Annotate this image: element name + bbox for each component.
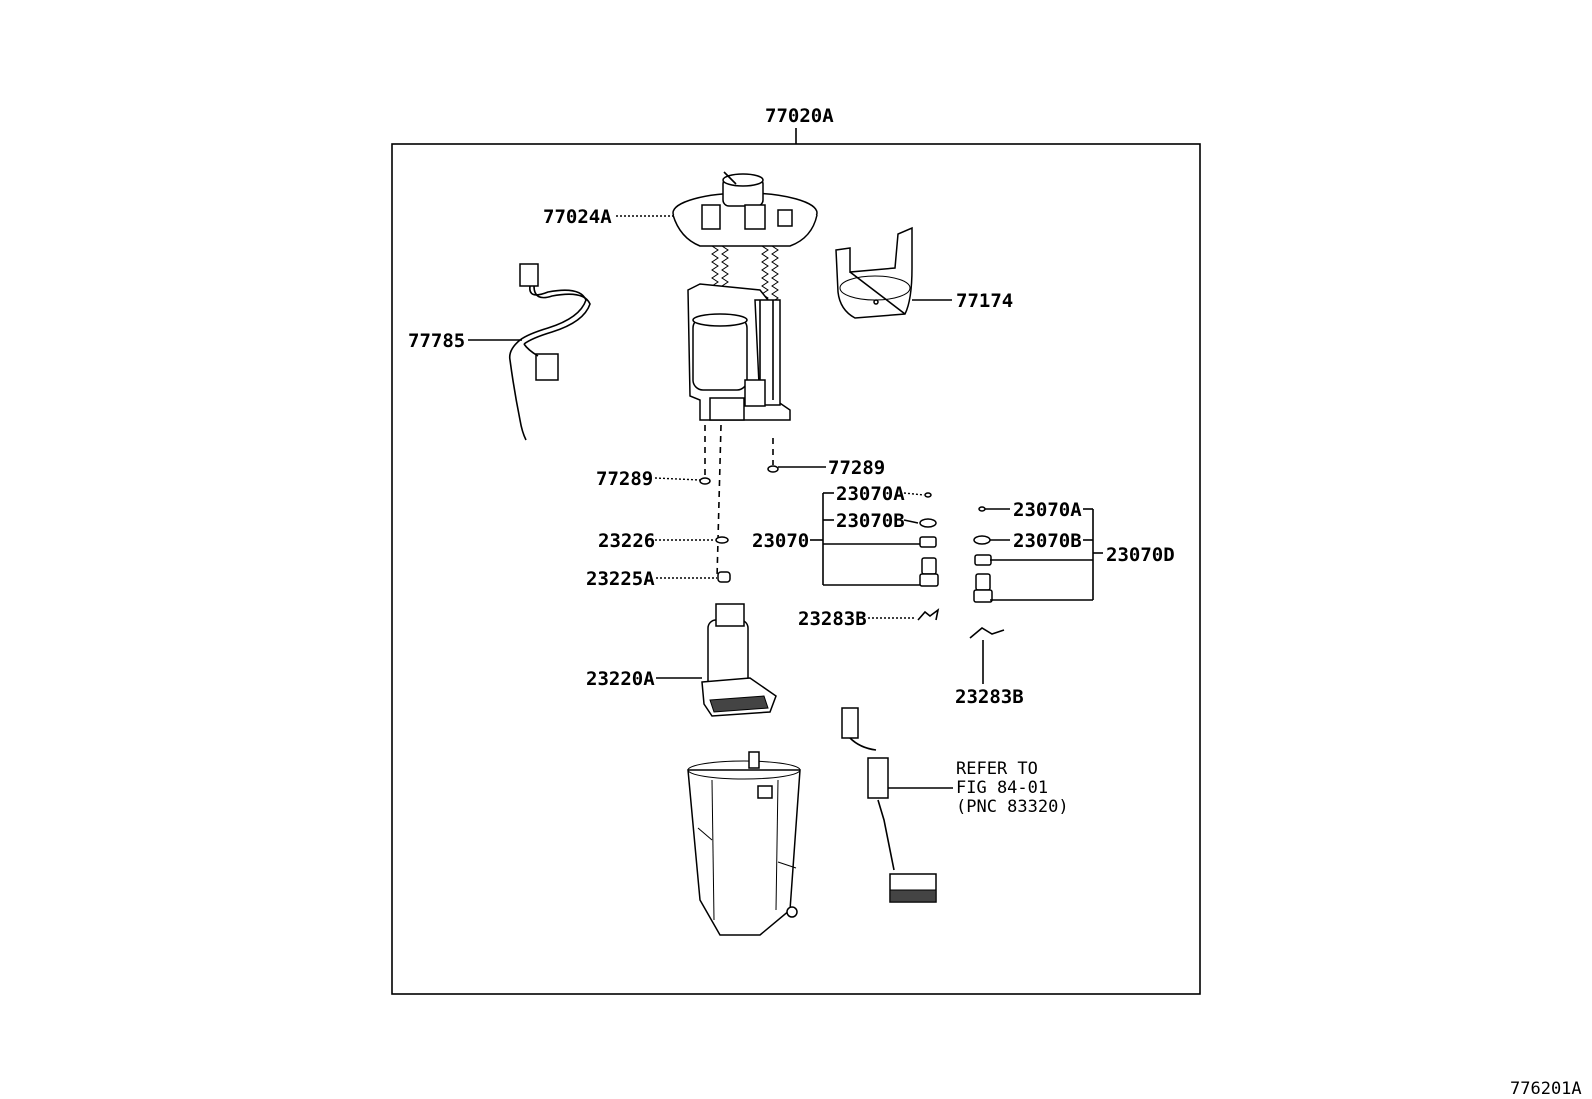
callout-77174[interactable]: 77174 [956,290,1013,312]
callout-23283B-right[interactable]: 23283B [955,686,1024,708]
callout-23070D[interactable]: 23070D [1106,544,1175,566]
callout-23225A[interactable]: 23225A [586,568,655,590]
callout-23283B-left[interactable]: 23283B [798,608,867,630]
cushion-23225A-drawing [717,571,731,583]
fuel-sender-drawing [841,707,937,903]
callout-23226[interactable]: 23226 [598,530,655,552]
clip-23283B-left-drawing [917,608,940,621]
install-line-center [716,424,722,579]
callout-23070A-right[interactable]: 23070A [1013,499,1082,521]
fuel-pump-23220A-drawing [701,603,777,717]
callout-23220A[interactable]: 23220A [586,668,655,690]
bracket-77174-drawing [835,226,913,319]
clip-23283B-right-drawing [969,627,1005,639]
reservoir-cup-drawing [687,751,801,936]
callout-77785[interactable]: 77785 [408,330,465,352]
reference-note-line2: FIG 84-01 [956,778,1048,798]
callout-23070B-left[interactable]: 23070B [836,510,905,532]
callout-23070A-left[interactable]: 23070A [836,483,905,505]
filter-23070D-drawing [973,506,993,603]
ring-77289-left-drawing [699,477,711,485]
filter-23070-drawing [919,492,939,587]
reference-note: REFER TO FIG 84-01 (PNC 83320) [956,759,1069,817]
leader-lines [468,215,1103,789]
reference-note-line3: (PNC 83320) [956,797,1069,817]
pump-bracket-assembly-drawing [672,171,818,421]
figure-id: 776201A [1510,1079,1582,1099]
callout-77289-left[interactable]: 77289 [596,468,653,490]
ring-77289-right-drawing [767,465,779,473]
assembly-label[interactable]: 77020A [765,105,834,127]
callout-23070B-right[interactable]: 23070B [1013,530,1082,552]
ring-23226-drawing [715,536,729,544]
reference-note-line1: REFER TO [956,759,1038,779]
assembly-frame: 77020A [391,105,1201,995]
callout-labels: 77024A 77174 77785 77289 77289 23226 232… [408,206,1175,708]
callout-23070[interactable]: 23070 [752,530,809,552]
callout-77024A[interactable]: 77024A [543,206,612,228]
callout-77289-right[interactable]: 77289 [828,457,885,479]
wire-harness-77785-drawing [508,263,591,441]
